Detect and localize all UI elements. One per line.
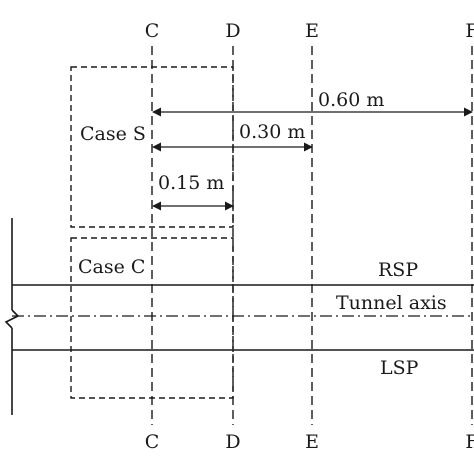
tunnel-axis-label-bg (330, 295, 450, 315)
tunnel-axis-label: Tunnel axis (336, 292, 447, 314)
rsp-label: RSP (378, 259, 418, 281)
section-label-e-top: E (305, 20, 319, 42)
section-label-e-bottom: E (305, 431, 319, 453)
section-label-f-top: F (465, 20, 474, 42)
dimension-label-0-30: 0.30 m (239, 121, 305, 143)
lsp-label: LSP (380, 357, 419, 379)
dimension-label-0-15: 0.15 m (158, 172, 224, 194)
dimension-label-0-60: 0.60 m (318, 89, 384, 111)
section-label-c-top: C (145, 20, 160, 42)
section-label-d-top: D (225, 20, 240, 42)
case-c-label: Case C (78, 256, 145, 278)
section-label-f-bottom: F (465, 431, 474, 453)
case-s-label: Case S (80, 123, 146, 145)
case-c-box (70, 237, 234, 399)
break-mark (4, 309, 20, 329)
section-label-d-bottom: D (225, 431, 240, 453)
section-label-c-bottom: C (145, 431, 160, 453)
